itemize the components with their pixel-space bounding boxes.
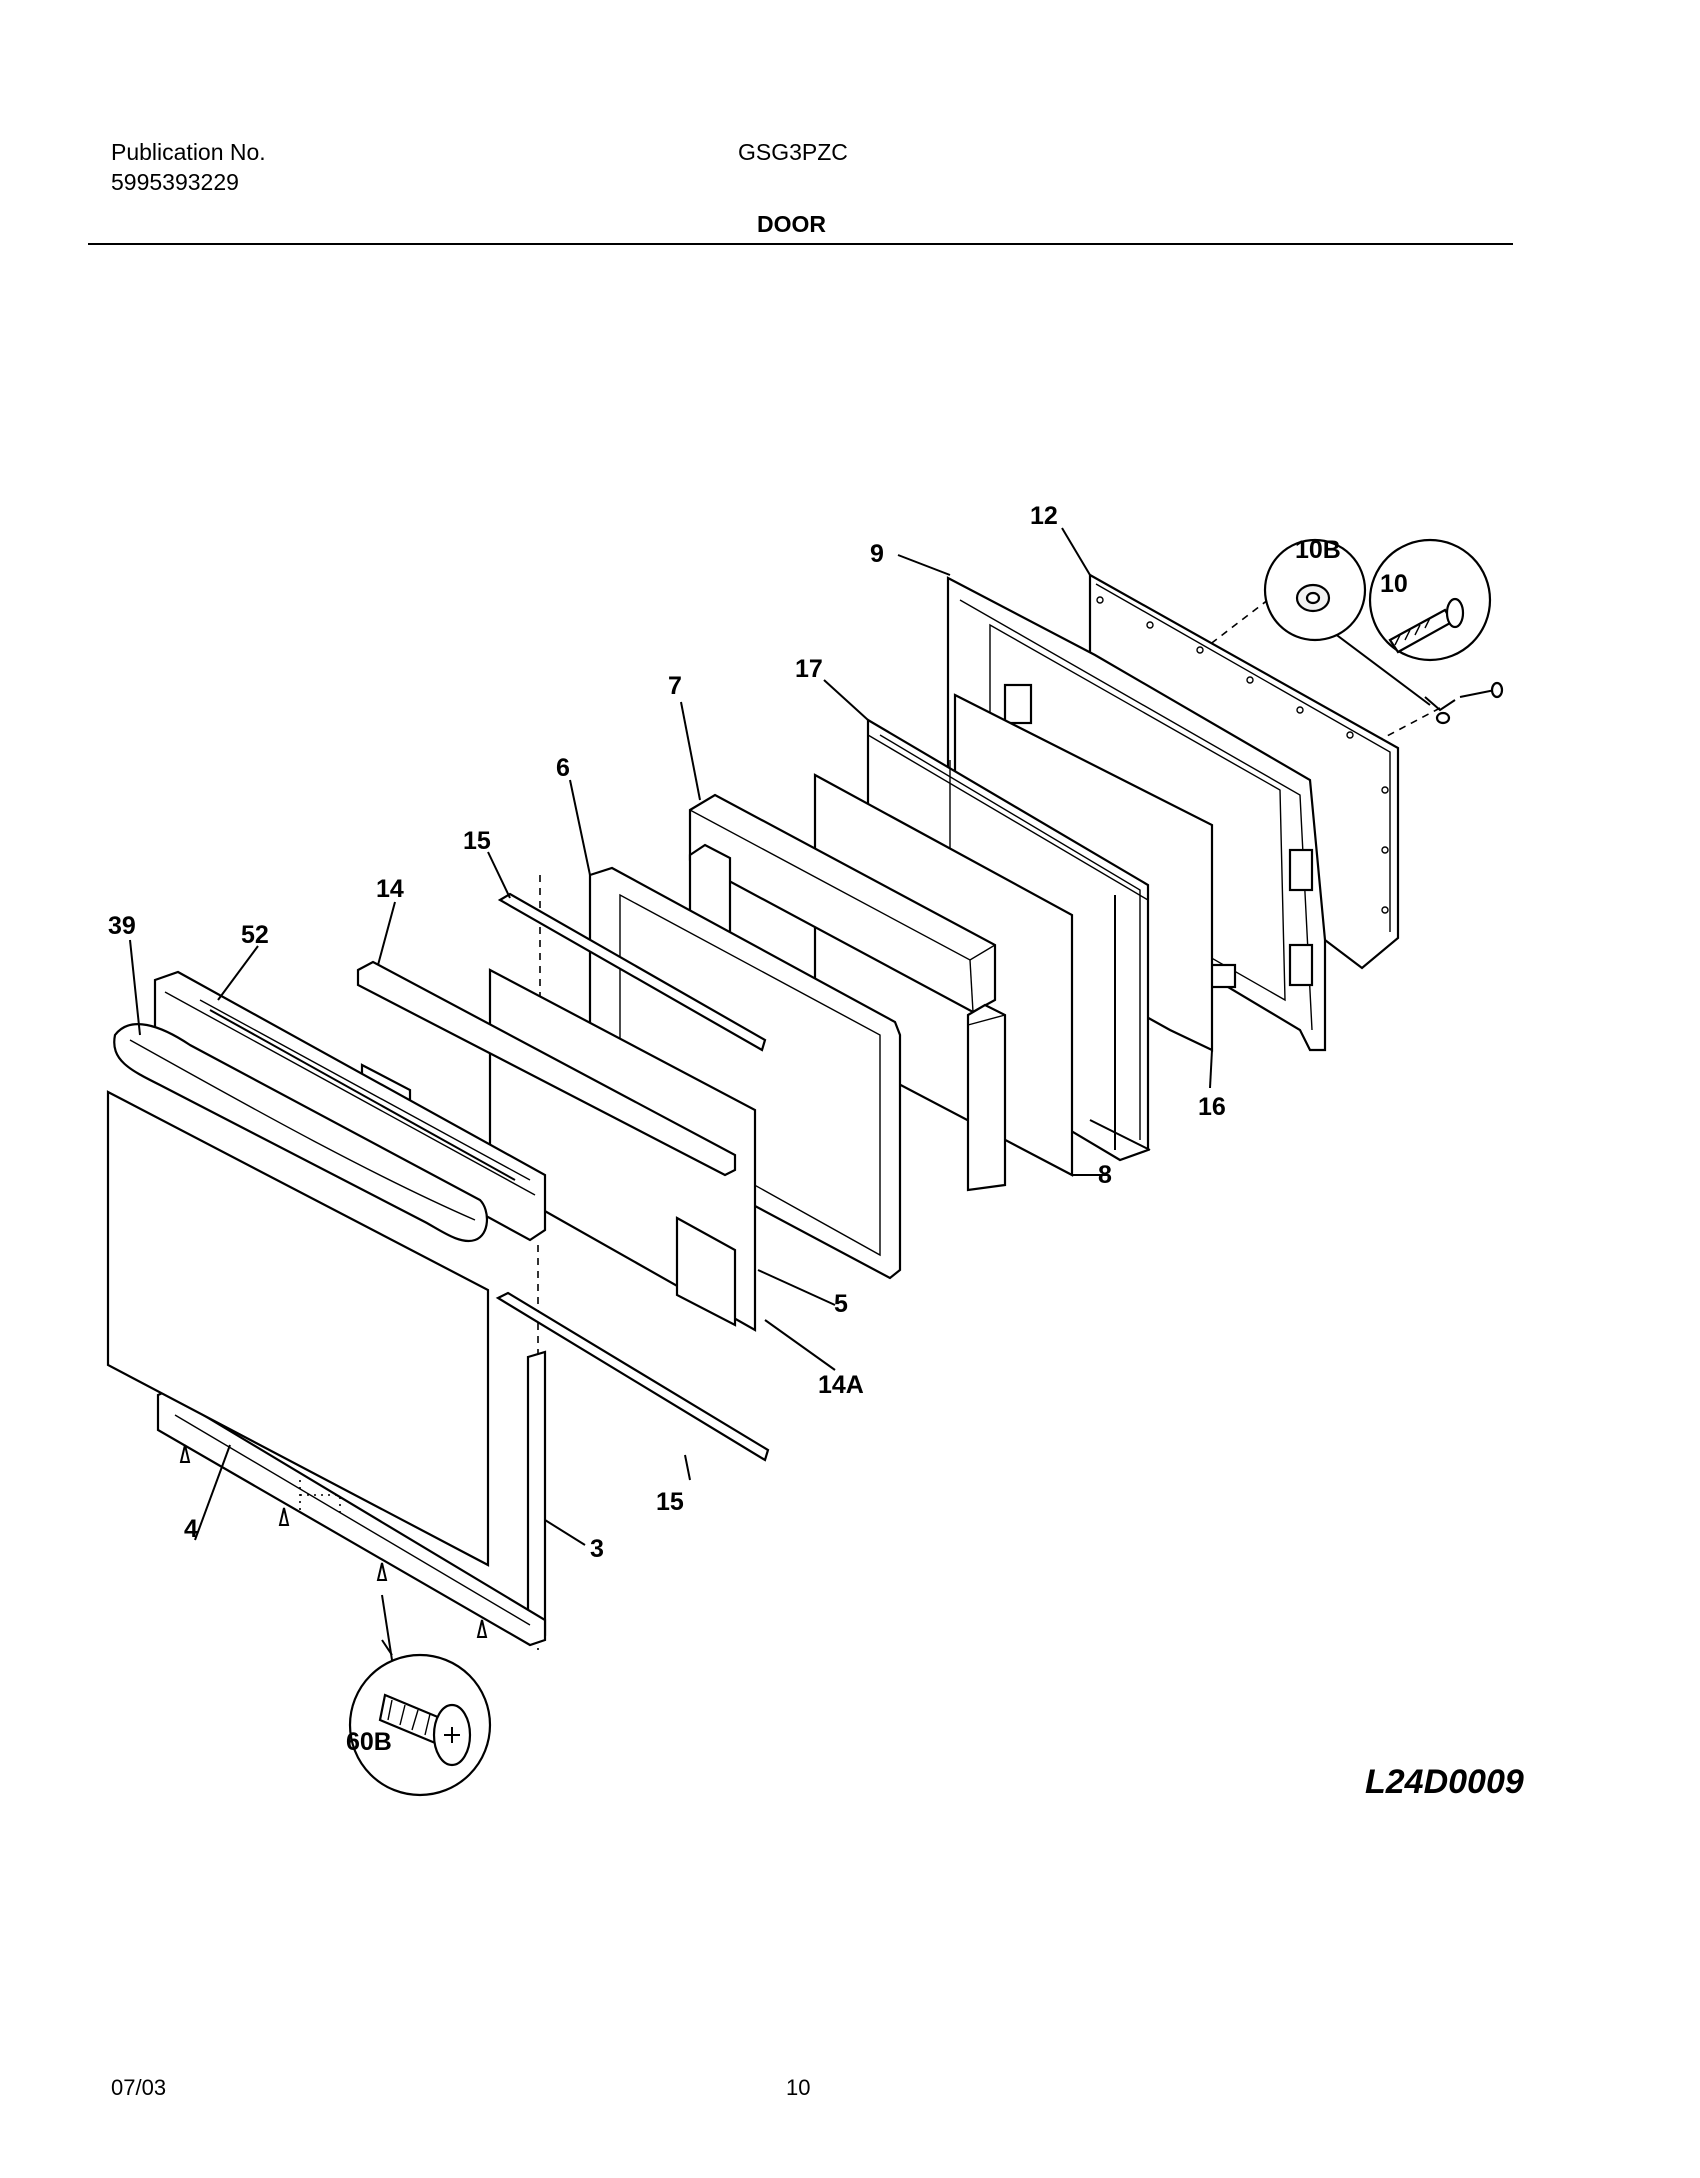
callout-17: 17 <box>795 655 823 683</box>
callout-16: 16 <box>1198 1093 1226 1121</box>
callout-6: 6 <box>556 754 570 782</box>
model-number: GSG3PZC <box>738 139 848 165</box>
part-3-outer-frame <box>156 1350 547 1647</box>
leader-lines <box>129 527 1213 1661</box>
callout-14: 14 <box>376 875 404 903</box>
detail-circle-10 <box>1368 538 1492 662</box>
callout-15-upper: 15 <box>463 827 491 855</box>
callout-15-lower: 15 <box>656 1488 684 1516</box>
footer-date: 07/03 <box>111 2075 167 2100</box>
page-number: 10 <box>786 2075 811 2100</box>
callout-5: 5 <box>834 1290 848 1318</box>
detail-circle-10B <box>1263 538 1367 642</box>
part-14-spacer <box>356 960 737 1177</box>
publication-number: 5995393229 <box>111 169 239 195</box>
detail-circle-60B <box>348 1639 492 1797</box>
publication-label: Publication No. <box>111 139 266 165</box>
callout-10B: 10B <box>1295 536 1341 564</box>
callout-4: 4 <box>184 1515 198 1543</box>
diagram-code: L24D0009 <box>1365 1763 1524 1801</box>
callout-12: 12 <box>1030 502 1058 530</box>
callout-3: 3 <box>590 1535 604 1563</box>
callout-labels: 12 9 10B 10 17 7 6 15 14 39 52 16 8 5 14… <box>108 502 1524 1801</box>
section-title: DOOR <box>757 211 826 237</box>
callout-9: 9 <box>870 540 884 568</box>
part-15-upper-strip <box>497 892 767 1052</box>
callout-52: 52 <box>241 921 269 949</box>
callout-39: 39 <box>108 912 136 940</box>
part-14A-strip <box>495 1291 770 1462</box>
callout-8: 8 <box>1098 1161 1112 1189</box>
part-39-handle <box>113 1023 488 1243</box>
hinge-screw-and-washer <box>1329 629 1504 725</box>
callout-10: 10 <box>1380 570 1408 598</box>
header-rule <box>88 243 1513 245</box>
callout-14A: 14A <box>818 1371 864 1399</box>
screw-markers <box>179 1444 488 1638</box>
callout-7: 7 <box>668 672 682 700</box>
part-4-outer-glass <box>106 1090 490 1567</box>
callout-60B: 60B <box>346 1728 392 1756</box>
